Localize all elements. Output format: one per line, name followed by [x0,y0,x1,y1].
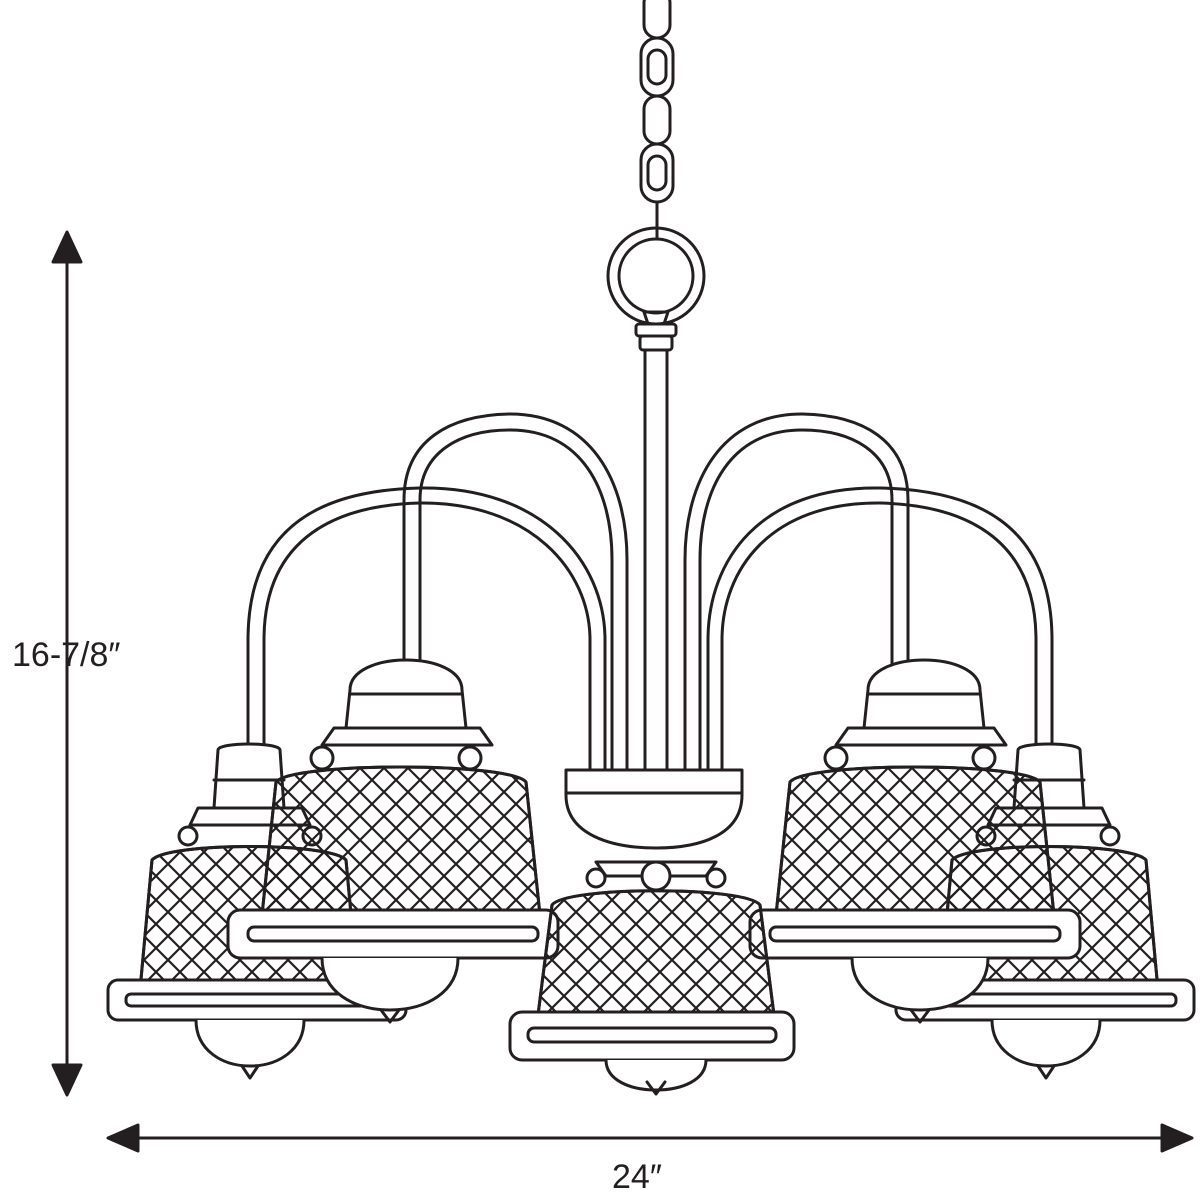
width-dimension-label: 24″ [612,1158,662,1196]
width-dimension-line [106,1123,1194,1153]
center-stem [634,310,678,772]
hanging-chain [639,0,675,240]
shade-right [748,658,1082,1024]
shade-left [226,658,560,1024]
height-dimension-line [51,230,83,1097]
loop-ring [606,226,706,326]
shade-center [508,860,796,1096]
height-dimension-label: 16-7/8″ [12,636,121,674]
chandelier-arms [246,412,1054,772]
center-bowl [564,768,744,850]
